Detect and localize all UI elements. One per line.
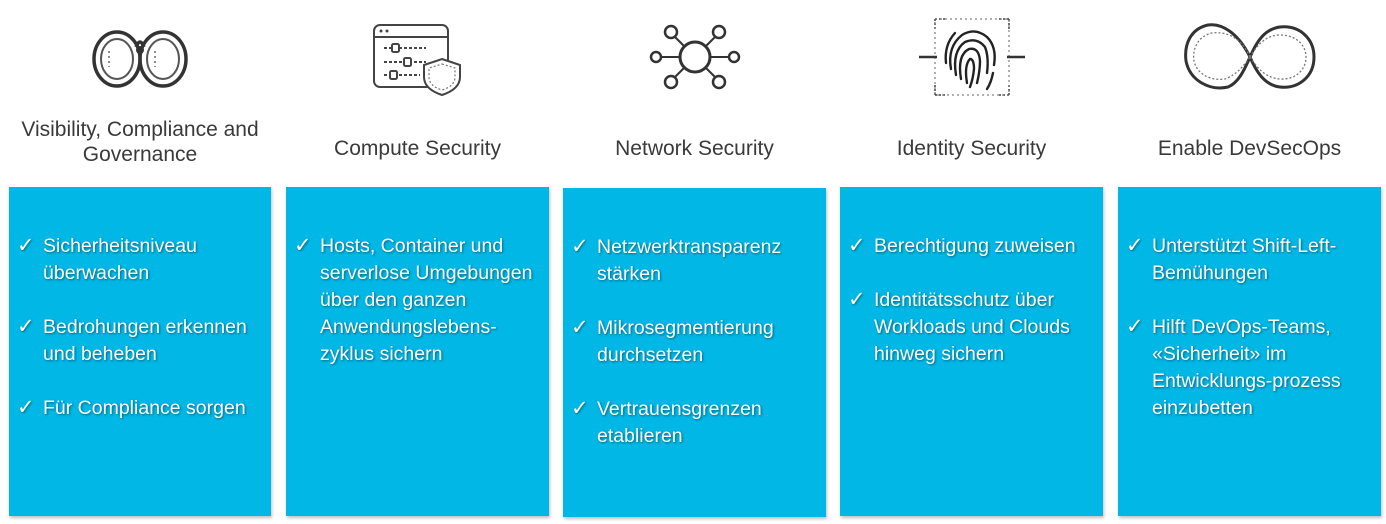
feature-card: ✓Sicherheitsniveau überwachen ✓Bedrohung…: [9, 187, 271, 516]
column-heading: Network Security: [615, 136, 774, 160]
checkmark-icon: ✓: [848, 233, 866, 257]
checkmark-icon: ✓: [17, 395, 35, 419]
list-item: ✓Vertrauensgrenzen etablieren: [571, 396, 762, 447]
network-nodes-icon: [563, 12, 826, 102]
checkmark-icon: ✓: [1126, 314, 1144, 338]
list-item: ✓Hilft DevOps-Teams, «Sicherheit» im Ent…: [1126, 314, 1341, 419]
column-devsecops: Enable DevSecOps ✓Unterstützt Shift-Left…: [1118, 0, 1381, 524]
feature-card: ✓Netzwerktransparenz stärken ✓Mikrosegme…: [563, 188, 826, 517]
server-settings-shield-icon: [286, 12, 549, 102]
column-heading: Compute Security: [334, 136, 501, 160]
list-item: ✓Für Compliance sorgen: [17, 395, 246, 419]
list-item: ✓Mikrosegmentierung durchsetzen: [571, 315, 774, 366]
list-item: ✓Hosts, Container und serverlose Umgebun…: [294, 233, 533, 365]
feature-card: ✓Hosts, Container und serverlose Umgebun…: [286, 187, 549, 516]
list-item: ✓Unterstützt Shift-Left-Bemühungen: [1126, 233, 1337, 284]
fingerprint-scan-icon: [840, 12, 1103, 102]
column-identity: Identity Security ✓Berechtigung zuweisen…: [840, 0, 1103, 524]
checkmark-icon: ✓: [1126, 233, 1144, 257]
column-heading: Enable DevSecOps: [1157, 136, 1342, 160]
feature-card: ✓Unterstützt Shift-Left-Bemühungen ✓Hilf…: [1118, 187, 1381, 516]
checkmark-icon: ✓: [571, 315, 589, 339]
column-heading: Visibility, Compliance and Governance: [21, 118, 259, 166]
list-item: ✓Identitätsschutz über Workloads und Clo…: [848, 287, 1070, 365]
checkmark-icon: ✓: [571, 396, 589, 420]
list-item: ✓Berechtigung zuweisen: [848, 233, 1076, 257]
column-heading: Identity Security: [896, 136, 1047, 160]
infinity-loop-icon: [1118, 12, 1381, 102]
list-item: ✓Sicherheitsniveau überwachen: [17, 233, 197, 284]
checkmark-icon: ✓: [17, 314, 35, 338]
column-compute: Compute Security ✓Hosts, Container und s…: [286, 0, 549, 524]
checkmark-icon: ✓: [848, 287, 866, 311]
checkmark-icon: ✓: [571, 234, 589, 258]
checkmark-icon: ✓: [17, 233, 35, 257]
feature-card: ✓Berechtigung zuweisen ✓Identitätsschutz…: [840, 187, 1103, 516]
column-visibility: Visibility, Compliance and Governance ✓S…: [9, 0, 271, 524]
checkmark-icon: ✓: [294, 233, 312, 257]
list-item: ✓Bedrohungen erkennen und beheben: [17, 314, 247, 365]
binoculars-icon: [9, 12, 271, 102]
column-network: Network Security ✓Netzwerktransparenz st…: [563, 0, 826, 524]
list-item: ✓Netzwerktransparenz stärken: [571, 234, 782, 285]
